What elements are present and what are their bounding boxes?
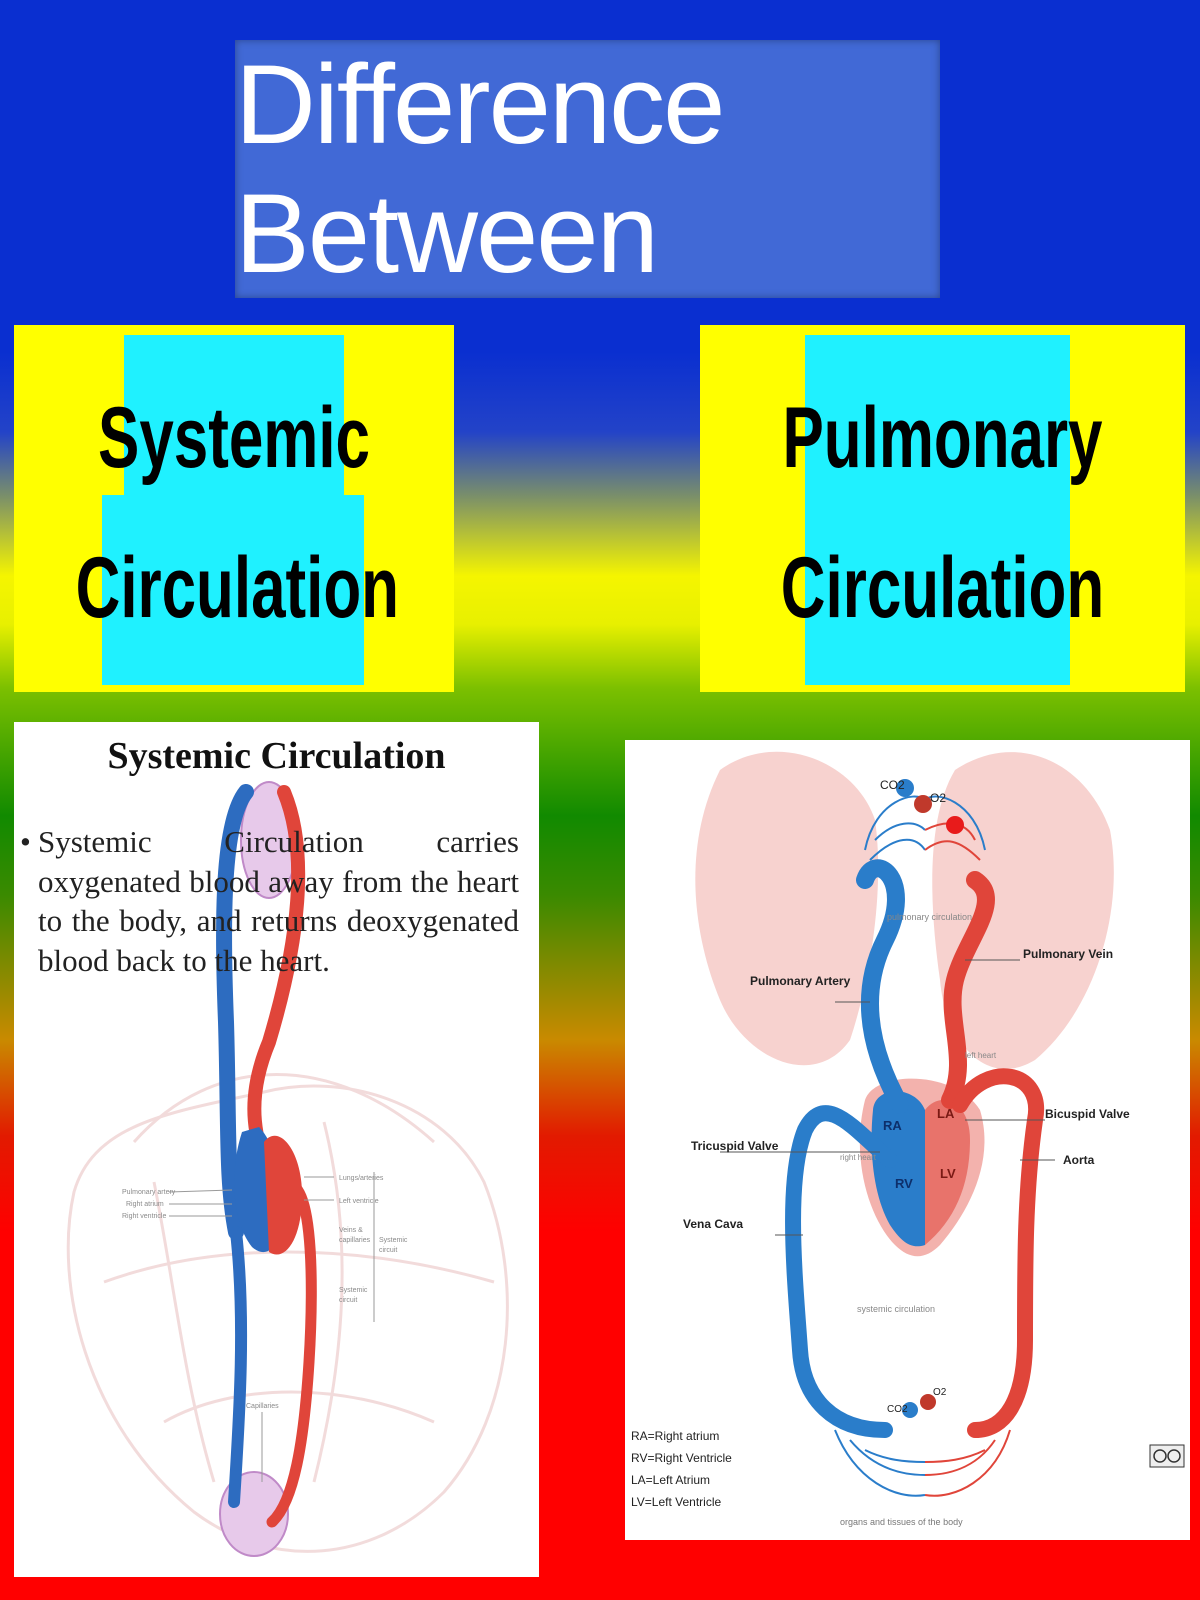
co2-top-label: CO2 [880,778,905,792]
rv-label: RV [895,1176,913,1191]
svg-text:Capillaries: Capillaries [246,1403,279,1410]
license-badge-icon [1149,1444,1185,1468]
systemic-description-text: Systemic Circulation carries oxygenated … [38,824,519,979]
legend-item: LA=Left Atrium [631,1473,710,1487]
pulmonary-artery-label: Pulmonary Artery [750,974,851,988]
svg-text:Lungs/arteries: Lungs/arteries [339,1175,384,1182]
legend-item: LV=Left Ventricle [631,1495,721,1509]
svg-text:capillaries: capillaries [339,1237,371,1244]
systemic-label-panel: Systemic Circulation [14,325,454,692]
la-label: LA [937,1106,955,1121]
systemic-heart-illustration: Pulmonary artery Right atrium Right vent… [66,781,509,1557]
systemic-card-description: • Systemic Circulation carries oxygenate… [20,822,519,981]
title-banner: Difference Between [235,40,940,298]
svg-text:Veins &: Veins & [339,1227,363,1234]
svg-text:circuit: circuit [379,1247,397,1254]
bullet-icon: • [20,824,31,859]
tricuspid-valve-label: Tricuspid Valve [691,1139,779,1153]
svg-text:Systemic: Systemic [339,1287,368,1294]
cyan-highlight [124,335,344,495]
o2-bottom-label: O2 [933,1387,947,1398]
systemic-label-line1: Systemic [98,390,370,486]
systemic-circulation-card: Pulmonary artery Right atrium Right vent… [14,722,539,1577]
organs-label: organs and tissues of the body [840,1517,963,1527]
lv-label: LV [940,1166,956,1181]
legend-item: RV=Right Ventricle [631,1451,732,1465]
aorta-label: Aorta [1063,1153,1095,1167]
pulmonary-label-panel: Pulmonary Circulation [700,325,1185,692]
systemic-card-title: Systemic Circulation [107,735,446,777]
systemic-circulation-label: systemic circulation [857,1304,935,1314]
systemic-label-line2: Circulation [75,540,399,636]
pulmonary-diagram: CO2 O2 pulmonary circulation Pulmonary A… [631,751,1185,1527]
page-title: Difference Between [235,42,725,296]
o2-top-label: O2 [930,791,946,805]
svg-text:Systemic: Systemic [379,1237,408,1244]
svg-text:circuit: circuit [339,1297,357,1304]
svg-text:Left ventricle: Left ventricle [339,1198,379,1205]
pulmonary-label-line1: Pulmonary [782,390,1103,486]
pulmonary-circulation-card: CO2 O2 pulmonary circulation Pulmonary A… [625,740,1190,1540]
pulmonary-label-line2: Circulation [780,540,1105,636]
pulmonary-vein-label: Pulmonary Vein [1023,947,1113,961]
svg-text:Pulmonary artery: Pulmonary artery [122,1189,176,1196]
legend-item: RA=Right atrium [631,1429,719,1443]
vena-cava-label: Vena Cava [683,1217,743,1231]
svg-text:Right atrium: Right atrium [126,1201,164,1208]
co2-bottom-label: CO2 [887,1404,908,1415]
pulmonary-circulation-label: pulmonary circulation [887,912,972,922]
svg-text:Right ventricle: Right ventricle [122,1213,166,1220]
ra-label: RA [883,1118,902,1133]
right-heart-label: right heart [840,1153,877,1162]
cyan-highlight [805,335,1070,685]
left-heart-label: left heart [965,1051,997,1060]
cyan-highlight [102,495,364,685]
bicuspid-valve-label: Bicuspid Valve [1045,1107,1130,1121]
